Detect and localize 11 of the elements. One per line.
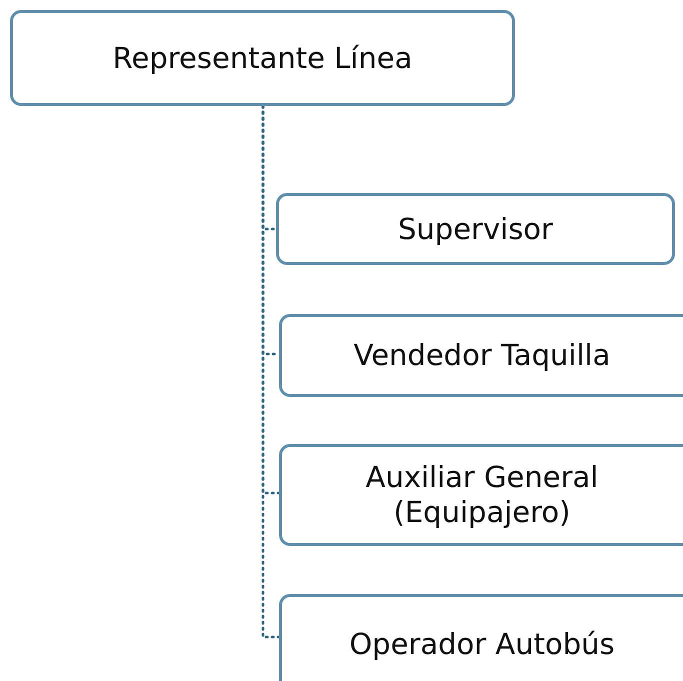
role-label: Auxiliar General (Equipajero) bbox=[364, 460, 600, 530]
connector-line bbox=[262, 104, 280, 638]
role-label: Operador Autobús bbox=[349, 626, 615, 662]
role-label: Vendedor Taquilla bbox=[354, 338, 610, 373]
role-box bbox=[276, 193, 675, 265]
role-label: Supervisor bbox=[398, 212, 553, 246]
role-box bbox=[10, 10, 515, 106]
role-box bbox=[279, 444, 683, 546]
role-box bbox=[279, 594, 683, 681]
role-box bbox=[279, 314, 683, 397]
role-label: Representante Línea bbox=[112, 40, 412, 76]
